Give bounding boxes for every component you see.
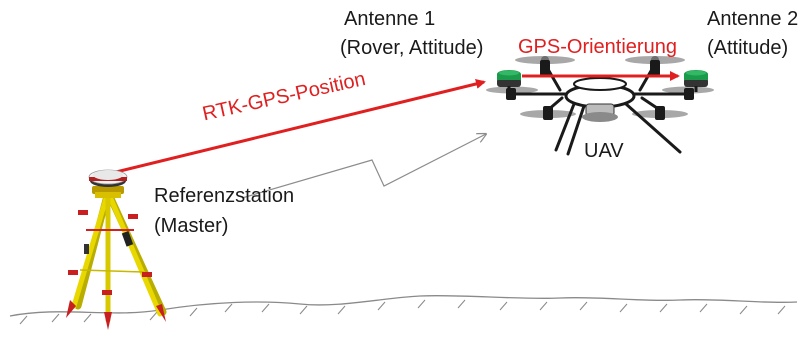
antenna-2-title: Antenne 2 — [707, 8, 799, 30]
gps-orientation-label: GPS-Orientierung — [518, 36, 677, 58]
master-label: (Master) — [154, 215, 229, 237]
antenna-2-icon — [684, 70, 708, 92]
rtk-position-arrow — [111, 79, 486, 175]
radio-link-arrow — [241, 134, 486, 199]
antenna-2-subtitle: (Attitude) — [707, 37, 789, 59]
antenna-1-title: Antenne 1 — [344, 8, 436, 30]
uav-label: UAV — [584, 140, 624, 162]
reference-station-label: Referenzstation — [154, 185, 295, 207]
tripod-icon — [66, 169, 167, 330]
ground — [9, 294, 798, 325]
antenna-1-icon — [497, 70, 521, 92]
uav-drone-icon — [486, 56, 714, 156]
antenna-1-subtitle: (Rover, Attitude) — [340, 37, 484, 59]
